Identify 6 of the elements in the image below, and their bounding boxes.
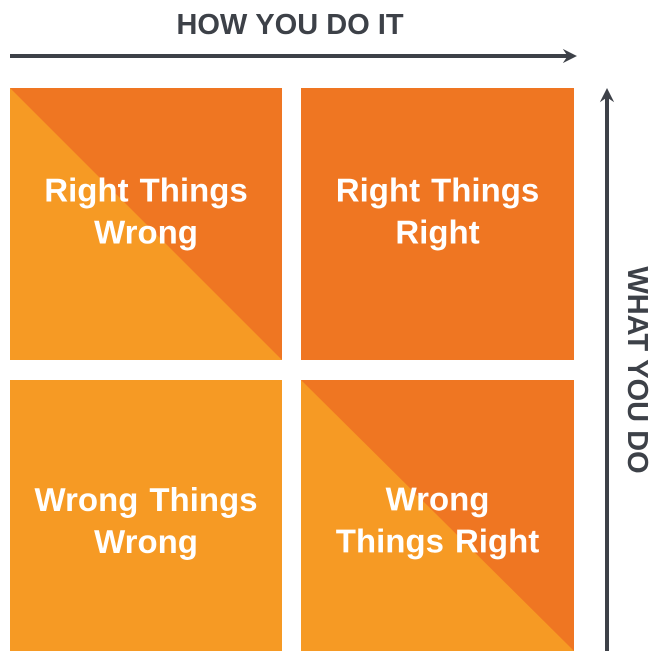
quadrant-box: Wrong Things Right <box>301 380 574 651</box>
quadrant-box: Wrong Things Wrong <box>10 380 282 651</box>
quadrant-box: Right Things Right <box>301 88 574 360</box>
quadrant-box: Right Things Wrong <box>10 88 282 360</box>
axis-label: HOW YOU DO IT <box>178 14 404 34</box>
axis-label: WHAT YOU DO <box>628 266 648 472</box>
